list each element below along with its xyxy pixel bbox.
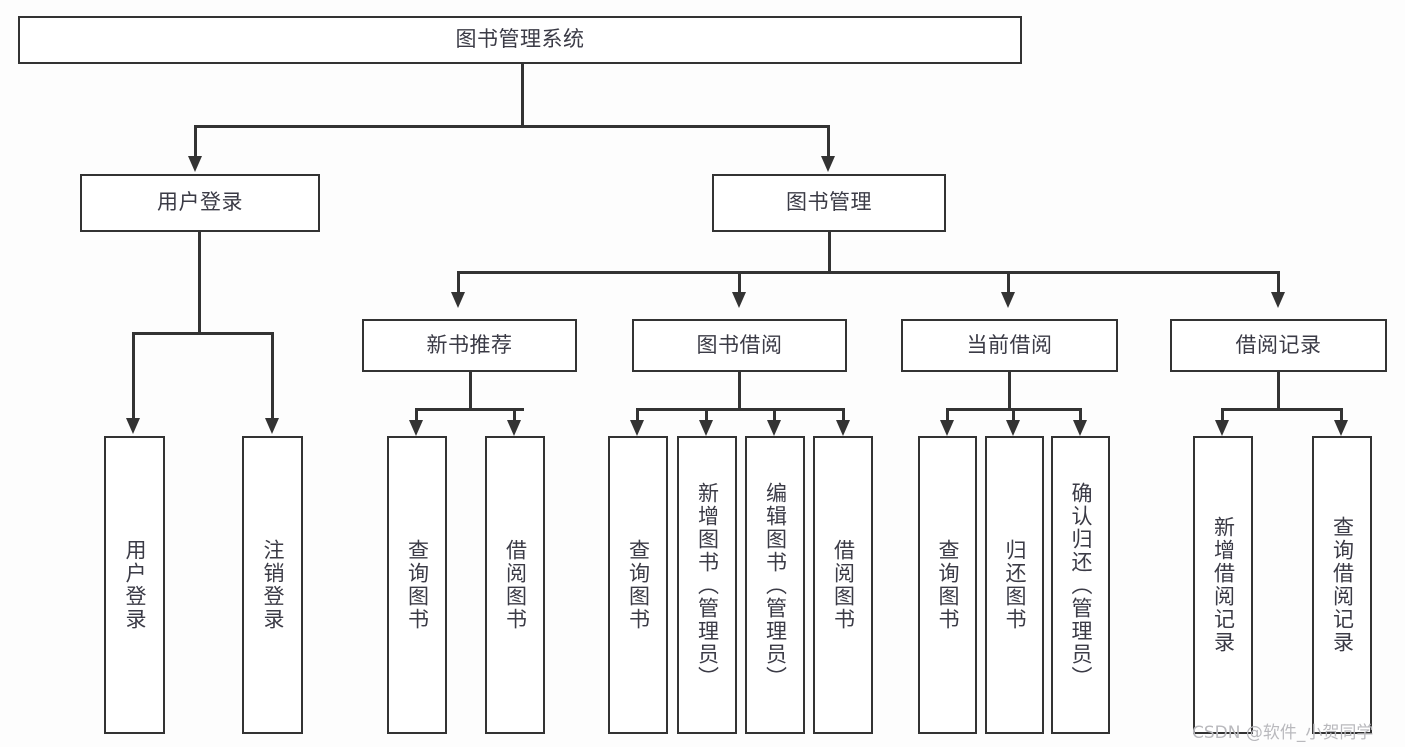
connector-root-to-book-management — [827, 125, 830, 158]
leaf-book-borrow-3[interactable]: 编辑图书（管理员） — [745, 436, 805, 734]
node-user-login[interactable]: 用户登录 — [80, 174, 320, 232]
connector-root-trunk — [521, 64, 524, 126]
connector-bm-to-book-borrow — [738, 271, 741, 294]
connector-root-bar — [195, 125, 829, 128]
node-label: 新增借阅记录 — [1211, 516, 1236, 654]
node-new-book-recommend[interactable]: 新书推荐 — [362, 319, 577, 372]
node-label: 图书管理 — [786, 190, 872, 215]
node-book-management[interactable]: 图书管理 — [712, 174, 946, 232]
node-label: 确认归还（管理员） — [1068, 481, 1093, 689]
leaf-current-borrow-3[interactable]: 确认归还（管理员） — [1051, 436, 1110, 734]
arrowhead-root-to-book-management — [821, 156, 835, 172]
node-current-borrow[interactable]: 当前借阅 — [901, 319, 1118, 372]
connector-br-trunk — [1277, 372, 1280, 410]
leaf-book-borrow-2[interactable]: 新增图书（管理员） — [677, 436, 737, 734]
arrowhead-br-leaf-1 — [1215, 420, 1229, 436]
connector-cb-to-leaf-2 — [1012, 408, 1015, 422]
arrowhead-bb-leaf-3 — [767, 420, 781, 436]
node-label: 新增图书（管理员） — [695, 481, 720, 689]
node-label: 用户登录 — [122, 539, 147, 631]
leaf-current-borrow-1[interactable]: 查询图书 — [918, 436, 977, 734]
connector-bb-trunk — [738, 372, 741, 410]
node-label: 查询图书 — [626, 539, 651, 631]
node-label: 编辑图书（管理员） — [763, 481, 788, 689]
connector-nbr-bar — [416, 408, 524, 411]
node-label: 归还图书 — [1002, 539, 1027, 631]
connector-user-login-to-leaf-1 — [132, 332, 135, 419]
connector-br-bar — [1222, 408, 1342, 411]
connector-br-to-leaf-2 — [1340, 408, 1343, 422]
leaf-book-borrow-4[interactable]: 借阅图书 — [813, 436, 873, 734]
connector-br-to-leaf-1 — [1221, 408, 1224, 422]
connector-cb-to-leaf-3 — [1079, 408, 1082, 422]
node-label: 查询借阅记录 — [1330, 516, 1355, 654]
arrowhead-bb-leaf-2 — [699, 420, 713, 436]
node-label: 查询图书 — [405, 539, 430, 631]
connector-bb-to-leaf-3 — [773, 408, 776, 422]
connector-bb-to-leaf-4 — [842, 408, 845, 422]
arrowhead-user-login-leaf-2 — [265, 418, 279, 434]
leaf-borrow-record-1[interactable]: 新增借阅记录 — [1193, 436, 1253, 734]
connector-nbr-to-leaf-1 — [415, 408, 418, 422]
leaf-user-login-1[interactable]: 用户登录 — [104, 436, 165, 734]
connector-bm-to-new-book — [457, 271, 460, 294]
node-label: 借阅记录 — [1235, 332, 1322, 357]
connector-book-management-bar — [458, 271, 1279, 274]
node-root-book-management-system[interactable]: 图书管理系统 — [18, 16, 1022, 64]
arrowhead-bb-leaf-1 — [630, 420, 644, 436]
arrowhead-bm-to-book-borrow — [732, 292, 746, 308]
arrowhead-bm-to-new-book — [451, 292, 465, 308]
arrowhead-cb-leaf-3 — [1073, 420, 1087, 436]
connector-user-login-bar — [133, 332, 273, 335]
arrowhead-nbr-leaf-1 — [409, 420, 423, 436]
connector-bb-bar — [637, 408, 844, 411]
leaf-borrow-record-2[interactable]: 查询借阅记录 — [1312, 436, 1372, 734]
node-label: 借阅图书 — [503, 539, 528, 631]
node-label: 当前借阅 — [966, 332, 1053, 357]
node-book-borrow[interactable]: 图书借阅 — [632, 319, 847, 372]
connector-root-to-user-login — [194, 125, 197, 158]
node-label: 图书管理系统 — [455, 27, 585, 52]
node-label: 图书借阅 — [696, 332, 783, 357]
arrowhead-nbr-leaf-2 — [507, 420, 521, 436]
connector-user-login-to-leaf-2 — [271, 332, 274, 419]
connector-bm-to-borrow-record — [1277, 271, 1280, 294]
arrowhead-root-to-user-login — [188, 156, 202, 172]
arrowhead-user-login-leaf-1 — [126, 418, 140, 434]
node-label: 查询图书 — [935, 539, 960, 631]
connector-bb-to-leaf-1 — [636, 408, 639, 422]
arrowhead-bm-to-borrow-record — [1271, 292, 1285, 308]
arrowhead-bb-leaf-4 — [836, 420, 850, 436]
connector-user-login-trunk — [198, 232, 201, 333]
node-label: 注销登录 — [260, 539, 285, 631]
node-label: 借阅图书 — [831, 539, 856, 631]
arrowhead-bm-to-current-borrow — [1001, 292, 1015, 308]
connector-nbr-to-leaf-2 — [513, 408, 516, 422]
connector-nbr-trunk — [469, 372, 472, 410]
connector-cb-to-leaf-1 — [946, 408, 949, 422]
node-borrow-record[interactable]: 借阅记录 — [1170, 319, 1387, 372]
leaf-current-borrow-2[interactable]: 归还图书 — [985, 436, 1044, 734]
connector-cb-trunk — [1008, 372, 1011, 410]
connector-bm-to-current-borrow — [1007, 271, 1010, 294]
watermark-csdn: CSDN @软件_小贺同学 — [1192, 723, 1374, 743]
node-label: 用户登录 — [157, 190, 243, 215]
arrowhead-cb-leaf-2 — [1006, 420, 1020, 436]
leaf-book-borrow-1[interactable]: 查询图书 — [608, 436, 668, 734]
node-label: 新书推荐 — [426, 332, 513, 357]
leaf-new-book-recommend-1[interactable]: 查询图书 — [387, 436, 447, 734]
leaf-new-book-recommend-2[interactable]: 借阅图书 — [485, 436, 545, 734]
connector-bb-to-leaf-2 — [705, 408, 708, 422]
arrowhead-br-leaf-2 — [1334, 420, 1348, 436]
connector-book-management-trunk — [828, 232, 831, 273]
arrowhead-cb-leaf-1 — [940, 420, 954, 436]
leaf-user-login-2[interactable]: 注销登录 — [242, 436, 303, 734]
